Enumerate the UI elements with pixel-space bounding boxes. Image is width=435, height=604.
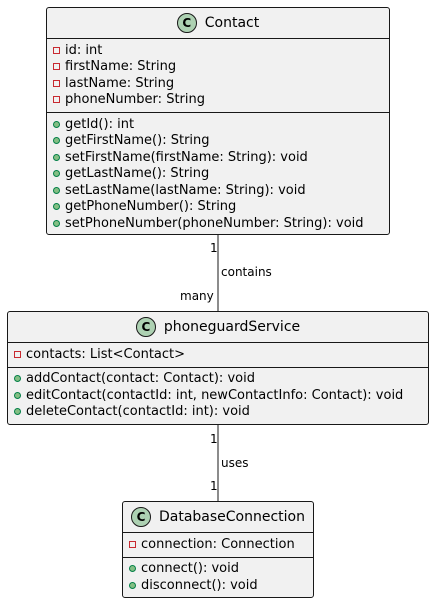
method-row: setLastName(lastName: String): void (53, 182, 389, 199)
public-icon (53, 203, 60, 211)
method-text: deleteContact(contactId: int): void (26, 404, 250, 420)
method-text: setFirstName(firstName: String): void (65, 149, 308, 165)
private-icon (53, 63, 60, 71)
method-text: setPhoneNumber(phoneNumber: String): voi… (65, 215, 364, 231)
method-row: getLastName(): String (53, 166, 389, 183)
class-header: C Contact (47, 8, 389, 39)
private-icon (53, 46, 60, 54)
method-row: getId(): int (53, 116, 389, 133)
edge-service-db-label: uses (221, 456, 249, 470)
public-icon (129, 565, 136, 573)
method-row: connect(): void (129, 561, 313, 578)
attribute-row: firstName: String (53, 59, 389, 76)
attribute-text: connection: Connection (141, 536, 295, 552)
edge-service-db-to-mult: 1 (210, 479, 218, 493)
class-name: phoneguardService (163, 319, 301, 335)
attributes-section: id: int firstName: String lastName: Stri… (47, 39, 389, 112)
public-icon (53, 219, 60, 227)
attribute-row: connection: Connection (129, 536, 313, 553)
private-icon (53, 96, 60, 104)
attribute-row: phoneNumber: String (53, 92, 389, 109)
methods-section: addContact(contact: Contact): void editC… (8, 366, 428, 425)
method-row: setFirstName(firstName: String): void (53, 149, 389, 166)
attribute-row: contacts: List<Contact> (14, 346, 428, 363)
methods-section: getId(): int getFirstName(): String setF… (47, 112, 389, 236)
attribute-text: firstName: String (65, 59, 177, 75)
method-text: disconnect(): void (141, 577, 258, 593)
attribute-text: lastName: String (65, 75, 175, 91)
public-icon (53, 186, 60, 194)
method-text: editContact(contactId: int, newContactIn… (26, 387, 404, 403)
attribute-text: contacts: List<Contact> (26, 346, 186, 362)
method-text: addContact(contact: Contact): void (26, 371, 255, 387)
attributes-section: contacts: List<Contact> (8, 343, 428, 367)
public-icon (53, 120, 60, 128)
method-row: getFirstName(): String (53, 133, 389, 150)
edge-contact-service-label: contains (221, 265, 272, 279)
edge-contact-service-to-mult: many (180, 289, 214, 303)
public-icon (53, 137, 60, 145)
public-icon (14, 391, 21, 399)
method-row: editContact(contactId: int, newContactIn… (14, 387, 428, 404)
attribute-text: phoneNumber: String (65, 92, 205, 108)
method-row: getPhoneNumber(): String (53, 199, 389, 216)
private-icon (14, 350, 21, 358)
public-icon (53, 170, 60, 178)
attribute-text: id: int (65, 42, 103, 58)
class-name: DatabaseConnection (158, 509, 305, 525)
public-icon (129, 581, 136, 589)
method-row: deleteContact(contactId: int): void (14, 404, 428, 421)
class-stereotype-icon: C (176, 13, 197, 33)
attribute-row: id: int (53, 42, 389, 59)
class-header: C DatabaseConnection (123, 502, 313, 533)
method-text: getPhoneNumber(): String (65, 199, 237, 215)
edge-service-db-from-mult: 1 (210, 432, 218, 446)
class-phoneguard-service[interactable]: C phoneguardService contacts: List<Conta… (7, 311, 429, 425)
class-name: Contact (204, 15, 260, 31)
attribute-row: lastName: String (53, 75, 389, 92)
class-database-connection[interactable]: C DatabaseConnection connection: Connect… (122, 501, 314, 598)
attributes-section: connection: Connection (123, 533, 313, 557)
public-icon (14, 375, 21, 383)
method-row: addContact(contact: Contact): void (14, 371, 428, 388)
public-icon (14, 408, 21, 416)
method-text: getLastName(): String (65, 166, 210, 182)
private-icon (129, 540, 136, 548)
method-text: getId(): int (65, 116, 135, 132)
private-icon (53, 79, 60, 87)
method-row: disconnect(): void (129, 577, 313, 594)
method-text: getFirstName(): String (65, 133, 210, 149)
method-text: connect(): void (141, 561, 239, 577)
class-contact[interactable]: C Contact id: int firstName: String last… (46, 7, 390, 235)
public-icon (53, 153, 60, 161)
edge-contact-service-from-mult: 1 (210, 241, 218, 255)
class-stereotype-icon: C (130, 507, 151, 527)
methods-section: connect(): void disconnect(): void (123, 556, 313, 598)
class-header: C phoneguardService (8, 312, 428, 343)
class-stereotype-icon: C (135, 317, 156, 337)
method-row: setPhoneNumber(phoneNumber: String): voi… (53, 215, 389, 232)
method-text: setLastName(lastName: String): void (65, 182, 306, 198)
